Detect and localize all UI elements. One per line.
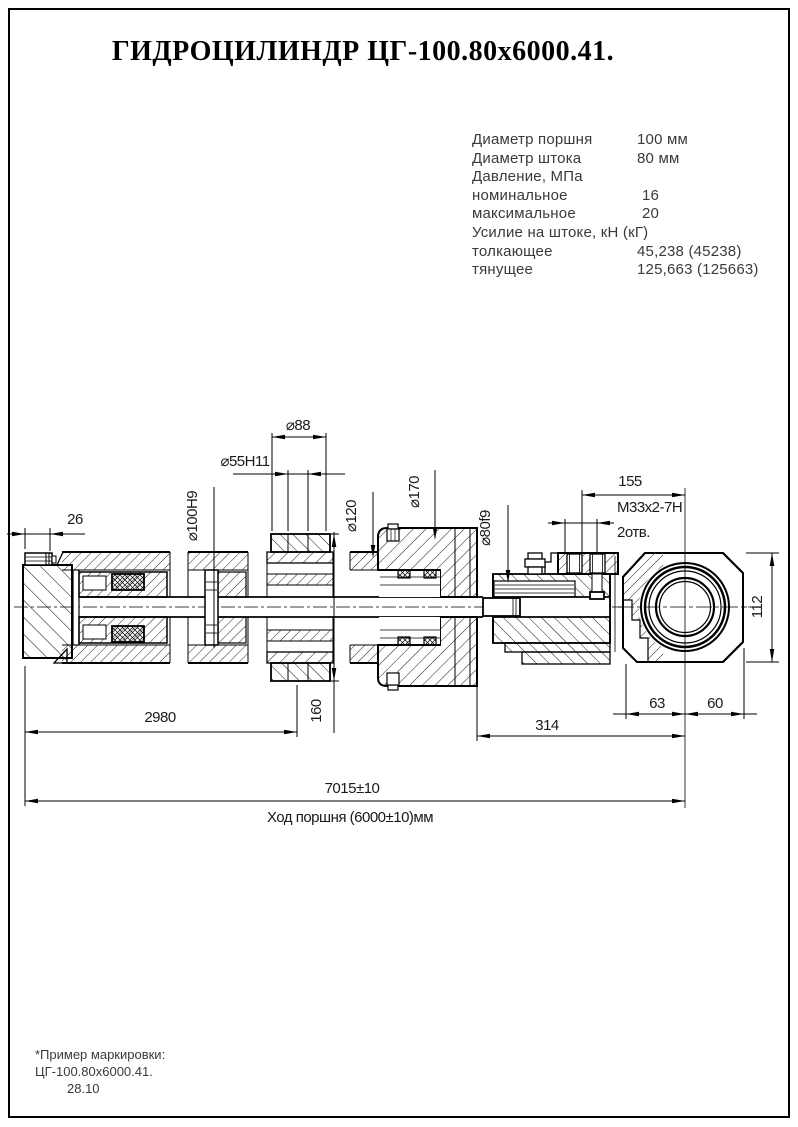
dim-dia88: ⌀88 [286,417,310,434]
note-line2: ЦГ-100.80х6000.41. [35,1064,153,1079]
tube-mid-section [187,551,249,664]
dim-7015: 7015±10 [325,780,380,797]
dim-314: 314 [535,717,559,734]
dim-dia55: ⌀55H11 [220,453,269,470]
dim-dia120: ⌀120 [343,500,360,532]
rear-cap-section [22,551,171,664]
dim-2otv: 2отв. [617,524,650,541]
spec-label: толкающее [472,242,553,260]
spec-row: Давление, МПа [472,168,648,187]
note-line1: *Пример маркировки: [35,1047,166,1062]
flange-section [266,533,334,682]
dim-112: 112 [749,596,766,619]
marking-note: *Пример маркировки: ЦГ-100.80х6000.41. 2… [35,1046,165,1097]
dim-stroke-note: Ход поршня (6000±10)мм [267,809,433,826]
spec-row: тянущее 125,663 (125663) [472,261,758,280]
spec-row: максимальное 20 [472,205,659,224]
dim-26: 26 [67,511,83,528]
page-title: ГИДРОЦИЛИНДР ЦГ-100.80х6000.41. [111,36,615,67]
dim-160: 160 [308,699,325,723]
spec-label: тянущее [472,261,534,279]
spec-label: Давление, МПа [472,168,583,186]
spec-value: 45,238 (45238) [637,242,742,260]
eye-end-view [618,488,757,808]
spec-row: номинальное 16 [472,186,659,206]
dim-63: 63 [649,695,665,712]
spec-row: толкающее 45,238 (45238) [472,242,741,262]
dimensions: 26 ⌀88 ⌀55H11 ⌀100H9 ⌀120 ⌀170 ⌀80f9 [7,417,779,826]
spec-value: 125,663 (125663) [637,261,759,279]
spec-row: Усилие на штоке, кН (кГ) [472,224,648,243]
spec-label: Диаметр штока [472,149,582,167]
dim-dia100: ⌀100H9 [184,491,201,541]
dim-2980: 2980 [144,709,176,726]
spec-label: Диаметр поршня [472,131,593,148]
note-line3: 28.10 [67,1081,100,1096]
spec-row: Диаметр штока 80 мм [472,149,679,169]
dim-m33: М33х2-7Н [617,499,682,516]
dim-155: 155 [618,473,642,490]
spec-label: максимальное [472,205,576,223]
spec-value: 80 мм [637,149,680,167]
spec-value: 20 [642,205,660,223]
dim-dia80: ⌀80f9 [477,510,494,546]
spec-value: 16 [642,186,660,204]
spec-label: номинальное [472,186,568,204]
rod-head-section [482,552,619,665]
dim-60: 60 [707,695,723,712]
sheet-border [8,8,790,1118]
spec-row: Диаметр поршня 100 мм [472,131,688,150]
spec-value: 100 мм [637,131,689,148]
dim-dia170: ⌀170 [406,476,423,508]
spec-label: Усилие на штоке, кН (кГ) [472,223,649,241]
piston [78,571,168,644]
gland-section [349,523,478,691]
